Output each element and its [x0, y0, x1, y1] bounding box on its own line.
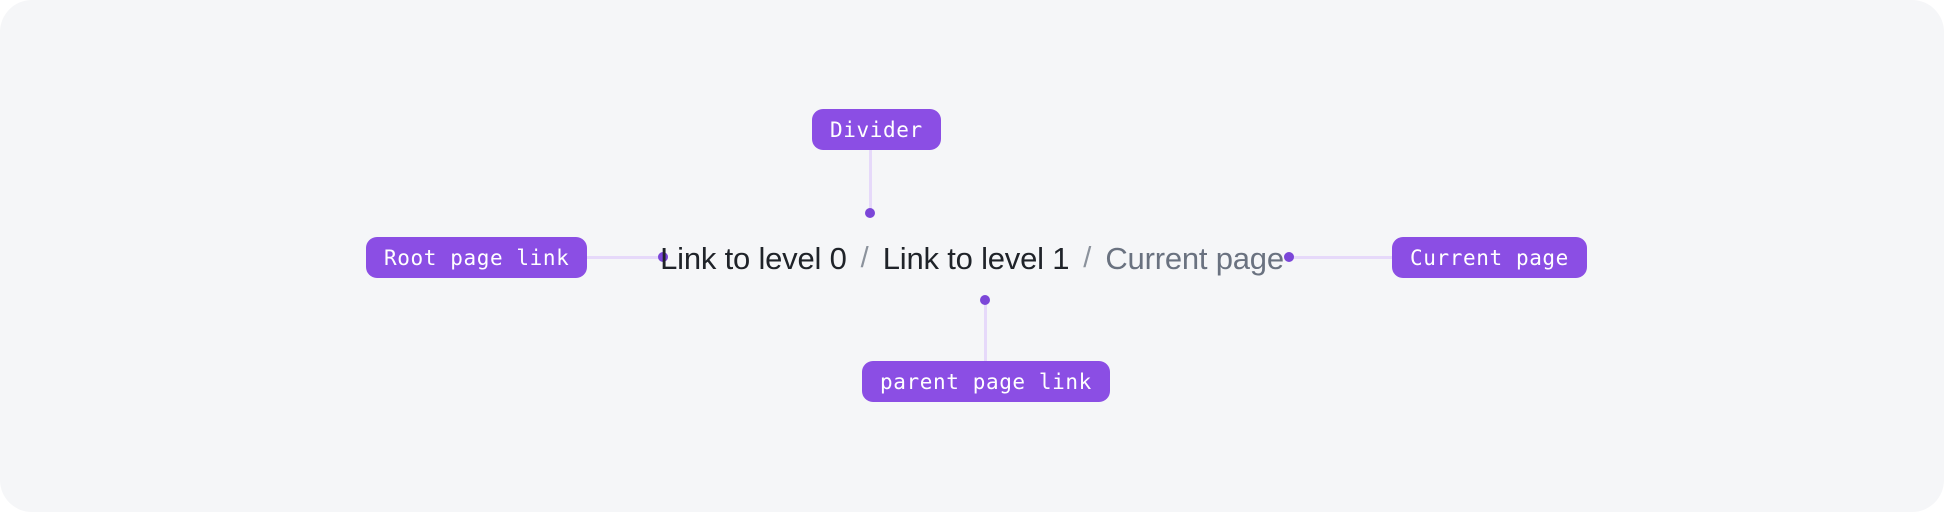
breadcrumb-item-current-page: Current page — [1105, 240, 1284, 276]
breadcrumb-separator-1: / — [860, 241, 869, 274]
callout-badge-root-page-link-label: Root page link — [384, 245, 570, 270]
leader-line-current-page — [1290, 256, 1394, 259]
leader-line-root-link — [586, 256, 664, 259]
breadcrumb-item-link-level-0[interactable]: Link to level 0 — [660, 240, 847, 276]
breadcrumb: Link to level 0 / Link to level 1 / Curr… — [0, 233, 1944, 283]
callout-badge-current-page: Current page — [1392, 237, 1587, 278]
callout-badge-parent-page-link-label: parent page link — [880, 369, 1092, 394]
callout-badge-parent-page-link: parent page link — [862, 361, 1110, 402]
anchor-dot-root-link — [658, 252, 668, 262]
anchor-dot-divider — [865, 208, 875, 218]
callout-badge-current-page-label: Current page — [1410, 245, 1569, 270]
anchor-dot-current-page — [1284, 252, 1294, 262]
callout-badge-root-page-link: Root page link — [366, 237, 588, 278]
anchor-dot-parent-link — [980, 295, 990, 305]
leader-line-parent-link — [984, 300, 987, 362]
breadcrumb-item-link-level-1[interactable]: Link to level 1 — [882, 240, 1070, 276]
leader-line-divider — [869, 150, 872, 212]
callout-badge-divider: Divider — [812, 109, 941, 150]
breadcrumb-separator-2: / — [1083, 241, 1092, 274]
callout-badge-divider-label: Divider — [830, 117, 923, 142]
